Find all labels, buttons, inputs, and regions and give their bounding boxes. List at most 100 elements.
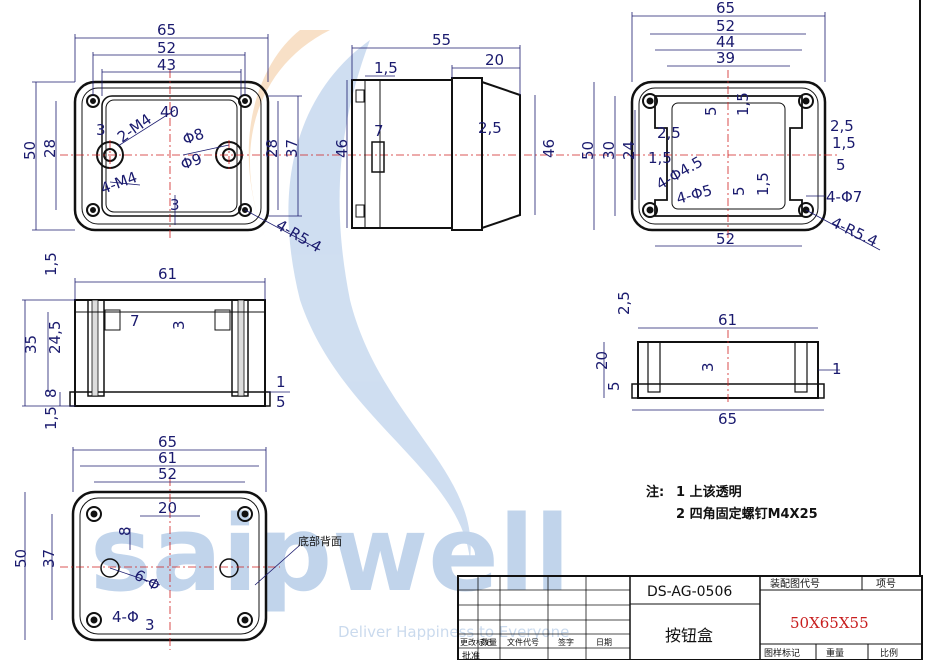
dim-back-30: 30 <box>600 141 618 160</box>
dim-fsec-15b: 1,5 <box>42 406 60 430</box>
dim-back-50: 50 <box>579 141 597 160</box>
dim-lid-3: 3 <box>699 362 717 372</box>
front-hole-br <box>238 203 252 217</box>
notes-line2: 2 四角固定螺钉M4X25 <box>676 506 818 522</box>
dim-back-52: 52 <box>716 17 735 35</box>
item-no-label: 项号 <box>876 578 896 590</box>
front-dimlines <box>32 34 321 251</box>
dim-lid-65: 65 <box>718 410 737 428</box>
dim-fsec-61: 61 <box>158 265 177 283</box>
title-block <box>457 575 923 660</box>
dim-bot-50: 50 <box>12 549 30 568</box>
side-body <box>351 79 453 229</box>
dim-front-40: 40 <box>160 103 179 121</box>
notes-line1: 1 上该透明 <box>676 484 742 500</box>
dim-back-25a: 2,5 <box>657 124 681 142</box>
front-inner3 <box>105 99 238 213</box>
dim-fsec-15a: 1,5 <box>42 252 60 276</box>
sample-mark-label: 图样标记 <box>764 647 800 659</box>
dim-front-phi9: Φ9 <box>178 150 204 174</box>
fsec-dimlines <box>22 278 290 407</box>
back-centerlines <box>600 70 840 240</box>
dim-front-3b: 3 <box>170 196 180 214</box>
dim-front-28r: 28 <box>263 139 281 158</box>
bottom-centerlines <box>60 478 280 650</box>
dim-lid-1: 1 <box>832 360 842 378</box>
notes-prefix: 注: <box>646 484 664 500</box>
bottom-face-label: 底部背面 <box>298 534 342 548</box>
quantity-label: 数量 <box>481 637 497 647</box>
dim-side-15: 1,5 <box>374 59 398 77</box>
watermark-leaf-orange <box>248 30 330 250</box>
scale-label: 比例 <box>880 647 898 659</box>
dim-side-46b: 46 <box>540 139 558 158</box>
dim-front-4m4: 4-M4 <box>98 168 139 198</box>
change-mark-label: 更改标记 <box>460 637 492 647</box>
dim-back-25b: 2,5 <box>830 117 854 135</box>
side-lid-flange <box>451 77 483 231</box>
dim-front-65: 65 <box>157 21 176 39</box>
part-name: 按钮盒 <box>665 626 713 645</box>
side-button <box>371 141 385 173</box>
dim-fsec-8: 8 <box>42 388 60 398</box>
lid-dimlines <box>603 327 840 411</box>
dim-fsec-35: 35 <box>22 335 40 354</box>
dim-back-r54: 4-R5.4 <box>828 213 880 250</box>
signature-label: 签字 <box>558 637 574 647</box>
back-dimlines <box>593 12 881 251</box>
dim-side-7: 7 <box>374 122 384 140</box>
date-label: 日期 <box>596 638 612 647</box>
dim-bot-65: 65 <box>158 433 177 451</box>
dim-fsec-3: 3 <box>170 320 188 330</box>
notes: 注: 1 上该透明 2 四角固定螺钉M4X25 <box>646 484 818 522</box>
dim-back-phi5: 4-Φ5 <box>674 181 714 208</box>
front-outer <box>73 80 270 232</box>
back-dimtext: 65 52 44 39 50 30 24 5 1,5 2,5 1,5 2,5 1… <box>579 0 881 250</box>
dim-fsec-245: 24,5 <box>46 321 64 354</box>
dim-bot-61: 61 <box>158 449 177 467</box>
side-lid-top <box>481 80 521 230</box>
dim-bot-52: 52 <box>158 465 177 483</box>
front-hole-tl-dot <box>90 98 96 104</box>
part-size: 50X65X55 <box>790 614 869 632</box>
back-view <box>630 80 827 232</box>
watermark-slogan: Deliver Happiness to Everyone <box>338 623 569 641</box>
bottom-view <box>71 490 268 642</box>
dim-back-15b: 1,5 <box>648 149 672 167</box>
dim-fsec-1: 1 <box>276 373 286 391</box>
dim-side-25: 2,5 <box>478 119 502 137</box>
dim-side-55: 55 <box>432 31 451 49</box>
dim-back-5c: 5 <box>730 186 748 196</box>
dim-back-15c: 1,5 <box>832 134 856 152</box>
lid-dimtext: 2,5 61 20 3 5 1 65 <box>593 291 842 428</box>
front-hole-bl-dot <box>90 207 96 213</box>
assembly-code-label: 装配图代号 <box>770 577 820 590</box>
dim-back-5a: 5 <box>702 106 720 116</box>
dim-back-52b: 52 <box>716 230 735 248</box>
dim-back-24: 24 <box>620 141 638 160</box>
dim-bot-37: 37 <box>40 549 58 568</box>
dim-side-20: 20 <box>485 51 504 69</box>
dim-bot-3: 3 <box>145 616 155 634</box>
dim-front-50: 50 <box>21 141 39 160</box>
dim-front-28: 28 <box>41 139 59 158</box>
dim-front-3a: 3 <box>96 121 106 139</box>
drawing-number: DS-AG-0506 <box>647 584 732 600</box>
weight-label: 重量 <box>826 647 844 659</box>
dim-back-phi7: 4-Φ7 <box>826 188 862 206</box>
bottom-dimlines <box>24 447 301 640</box>
front-inner1 <box>81 87 262 225</box>
dim-back-5b: 5 <box>836 156 846 174</box>
front-hole-tr-dot <box>242 98 248 104</box>
dim-front-phi8: Φ8 <box>180 125 206 149</box>
dim-back-39: 39 <box>716 49 735 67</box>
side-view <box>351 77 521 231</box>
dim-bot-phi4: 4-Φ <box>112 608 139 626</box>
front-hole-bl <box>86 203 100 217</box>
dim-lid-20: 20 <box>593 351 611 370</box>
dim-front-52: 52 <box>157 39 176 57</box>
dim-back-44: 44 <box>716 33 735 51</box>
dim-back-15a: 1,5 <box>734 92 752 116</box>
watermark-leaf-blue <box>288 40 471 560</box>
